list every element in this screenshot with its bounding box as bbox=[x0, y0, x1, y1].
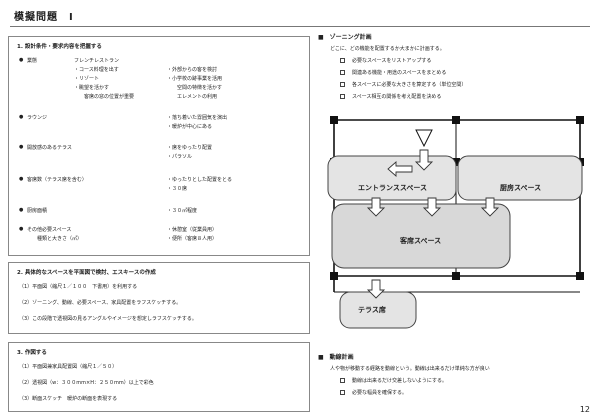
row-right: ・席をゆったり配置 bbox=[167, 145, 213, 151]
row-right: ・小学校の跡事業を活用 bbox=[167, 76, 223, 82]
circulation-heading: ■ 動線計画 bbox=[318, 354, 354, 361]
seating-zone bbox=[331, 203, 511, 269]
drawing-item: （3）断面スケッチ 暖炉の断面を表現する bbox=[19, 396, 118, 402]
row-right: ・３０㎡程度 bbox=[167, 208, 198, 214]
sketch-heading: 2. 具体的なスペースを平面図で検討、エスキースの作成 bbox=[17, 270, 156, 276]
row-label: 客席数（テラス席を含む） bbox=[27, 177, 87, 183]
zoning-item: 各スペースに必要な大きさを算定する（単位空間） bbox=[352, 82, 467, 88]
row-right: ・外部からの客を検討 bbox=[167, 67, 218, 73]
checkbox-icon bbox=[340, 58, 345, 63]
drawing-item: （1）平面図兼家具配置図（縮尺１／５０） bbox=[19, 364, 118, 370]
kitchen-label: 厨房スペース bbox=[500, 184, 542, 192]
flow-arrows bbox=[366, 149, 500, 299]
row-sub: 種類と大きさ（㎡） bbox=[37, 236, 83, 242]
checkbox-icon bbox=[340, 70, 345, 75]
title-divider bbox=[10, 26, 590, 27]
drawing-heading: 3. 作図する bbox=[17, 350, 47, 356]
row-right: ・休憩室（従業員用） bbox=[167, 227, 218, 233]
bullet-icon: ● bbox=[19, 144, 24, 150]
row-mid: ・眺望を活かす bbox=[74, 85, 110, 91]
page-title: 模擬問題 Ⅰ bbox=[14, 12, 74, 23]
bullet-icon: ● bbox=[19, 207, 24, 213]
zoning-heading: ■ ゾーニング計画 bbox=[318, 34, 372, 41]
entrance-zone bbox=[327, 155, 457, 201]
arrow-down-icon bbox=[366, 197, 386, 217]
circulation-intro: 人や物が移動する経路を動線という。動線は出来るだけ単純な方が良い bbox=[330, 366, 490, 372]
bullet-icon: ● bbox=[19, 57, 24, 63]
checkbox-icon bbox=[340, 82, 345, 87]
zoning-item: スペース相互の関係を考え配置を決める bbox=[352, 94, 442, 100]
entrance-triangle-icon bbox=[415, 129, 433, 148]
row-label: その他必要スペース bbox=[27, 227, 72, 233]
row-mid: ・リゾート bbox=[74, 76, 100, 82]
drawing-box: 3. 作図する （1）平面図兼家具配置図（縮尺１／５０） （2）透視図（w：３０… bbox=[8, 342, 310, 412]
kitchen-zone bbox=[457, 155, 583, 201]
row-label: 厨房面積 bbox=[27, 208, 48, 214]
row-mid: フレンチレストラン bbox=[74, 58, 120, 64]
bullet-icon: ● bbox=[19, 176, 24, 182]
row-right: ・パラソル bbox=[167, 154, 193, 160]
arrow-down-icon bbox=[414, 149, 434, 171]
row-right: ・便所（客席８人用） bbox=[167, 236, 218, 242]
row-right: ・落ち着いた雰囲気を演出 bbox=[167, 115, 228, 121]
arrow-down-icon bbox=[366, 279, 386, 299]
terrace-label: テラス席 bbox=[358, 306, 386, 314]
row-label: ラウンジ bbox=[27, 115, 48, 121]
drawing-item: （2）透視図（w：３００mm×H：２５０mm）以上で彩色 bbox=[19, 380, 154, 386]
page-number: 12 bbox=[579, 405, 590, 414]
arrow-down-icon bbox=[480, 197, 500, 217]
seating-label: 客席スペース bbox=[400, 237, 442, 245]
sketch-item: （3）この段階で透視図の見るアングルやイメージを想定しラフスケッチする。 bbox=[19, 316, 197, 322]
sketch-item: （1）平面図（縮尺１／１００ 下書用）を利用する bbox=[19, 284, 138, 290]
conditions-box: 1. 設計条件・要求内容を把握する ● 業態 フレンチレストラン ・コース料理を… bbox=[8, 36, 310, 256]
row-mid: 客席の窓の位置が重要 bbox=[84, 94, 135, 100]
row-right: 空間の特徴を活かす bbox=[177, 85, 223, 91]
checkbox-icon bbox=[340, 390, 345, 395]
arrow-down-icon bbox=[422, 197, 442, 217]
checkbox-icon bbox=[340, 378, 345, 383]
circulation-item: 動線は出来るだけ交差しないようにする。 bbox=[352, 378, 447, 384]
row-right: ・暖炉が中心にある bbox=[167, 124, 213, 130]
row-right: ・３０席 bbox=[167, 186, 188, 192]
checkbox-icon bbox=[340, 94, 345, 99]
zoning-item: 必要なスペースをリストアップする bbox=[352, 58, 432, 64]
sketch-item: （2）ゾーニング、動線、必要スペース、家具配置をラフスケッチする。 bbox=[19, 300, 182, 306]
row-label: 業態 bbox=[27, 58, 38, 64]
conditions-heading: 1. 設計条件・要求内容を把握する bbox=[17, 44, 102, 50]
row-right: エレメントの利用 bbox=[177, 94, 218, 100]
circulation-item: 必要な幅員を確保する。 bbox=[352, 390, 408, 396]
row-mid: ・コース料理を出す bbox=[74, 67, 119, 73]
row-right: ・ゆったりとした配置をとる bbox=[167, 177, 233, 183]
arrow-left-icon bbox=[387, 161, 413, 177]
row-label: 開放感のあるテラス bbox=[27, 145, 72, 151]
sketch-box: 2. 具体的なスペースを平面図で検討、エスキースの作成 （1）平面図（縮尺１／１… bbox=[8, 262, 310, 334]
bullet-icon: ● bbox=[19, 226, 24, 232]
entrance-label: エントランススペース bbox=[358, 184, 428, 192]
bullet-icon: ● bbox=[19, 114, 24, 120]
zoning-item: 関連ある機能・用途のスペースをまとめる bbox=[352, 70, 447, 76]
zoning-intro: どこに、どの機能を配置するか大まかに計画する。 bbox=[330, 46, 445, 52]
